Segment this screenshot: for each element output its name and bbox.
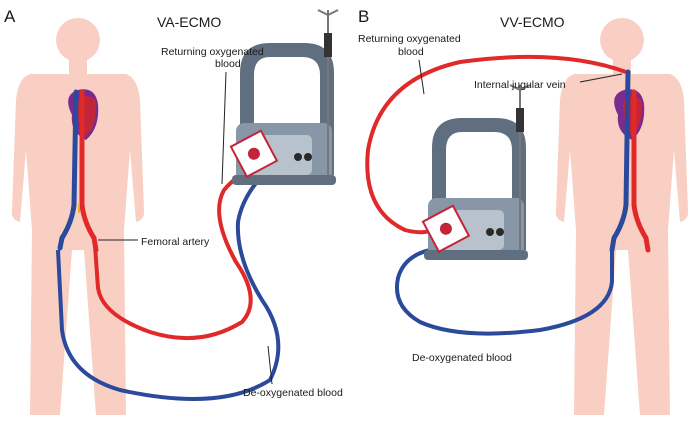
panel-a: A VA-ECMO Returning oxygenated blood Fem… [4, 7, 343, 415]
ecmo-machine-b [421, 84, 531, 261]
returning-leader-b [418, 59, 425, 95]
panel-b: B VV-ECMO Returning oxygenated blood Int… [358, 7, 689, 415]
drainage-line-b [395, 248, 614, 336]
internal-jugular-leader [579, 73, 623, 83]
deoxygenated-label-b: De-oxygenated blood [412, 352, 512, 364]
deoxygenated-label-a: De-oxygenated blood [243, 387, 343, 399]
returning-label-b-line1: Returning oxygenated [358, 33, 461, 45]
returning-label-b-line2: blood [398, 46, 424, 58]
patient-body-a [11, 18, 145, 415]
return-line-a [93, 168, 253, 341]
ecmo-machine-a [229, 9, 339, 186]
vessels-b [609, 69, 651, 253]
internal-jugular-label: Internal jugular vein [474, 79, 566, 91]
return-line-b [365, 54, 627, 235]
returning-leader-a [221, 71, 227, 185]
drainage-line-a [56, 174, 281, 401]
deoxygenated-leader-a [267, 345, 273, 385]
femoral-artery-label: Femoral artery [141, 236, 210, 248]
aorta-a [57, 89, 99, 253]
returning-label-a-line1: Returning oxygenated [161, 46, 264, 58]
panel-a-title: VA-ECMO [157, 14, 221, 30]
panel-a-letter: A [4, 7, 16, 26]
panel-b-letter: B [358, 7, 369, 26]
returning-label-a-line2: blood [215, 58, 241, 70]
panel-b-title: VV-ECMO [500, 14, 565, 30]
